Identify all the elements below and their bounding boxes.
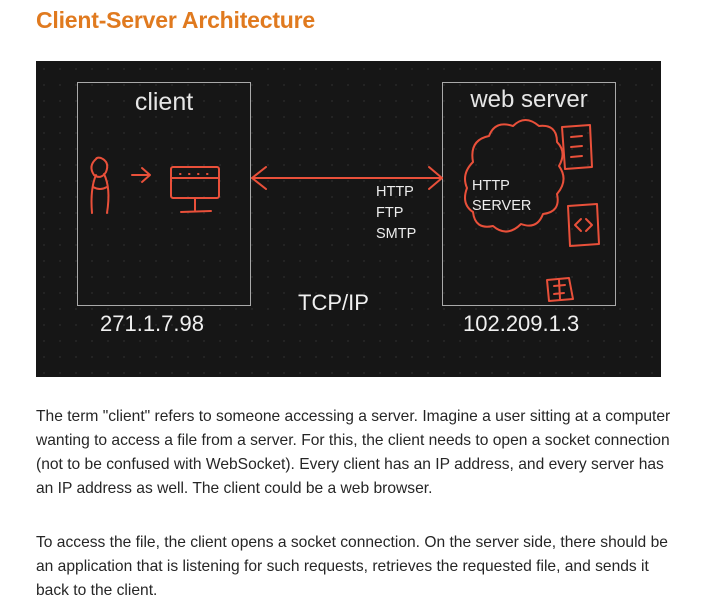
paragraph-socket-connection: To access the file, the client opens a s… [36,534,668,599]
server-ip-address: 102.209.1.3 [463,311,580,336]
client-label: client [134,88,194,116]
user-icon [90,156,110,214]
server-app-line-1: HTTP [472,178,510,194]
client-ip-address: 271.1.7.98 [100,311,204,336]
page-title: Client-Server Architecture [36,7,315,33]
server-cloud-icon [464,119,565,233]
arrow-icon [131,167,151,183]
server-box: web server [442,82,616,306]
code-file-icon [567,203,600,247]
client-box: client [77,82,251,306]
protocol-list: HTTP FTP SMTP [376,182,416,245]
paragraph-client-definition: The term "client" refers to someone acce… [36,408,671,497]
protocol-smtp: SMTP [376,226,417,242]
client-server-diagram: client web server [36,61,661,377]
server-app-line-2: SERVER [472,198,532,214]
transport-label: TCP/IP [298,290,369,315]
protocol-ftp: FTP [376,205,404,221]
diagram-sketches [90,119,600,302]
document-icon [561,124,593,170]
connection-arrow [251,166,443,190]
protocol-http: HTTP [376,184,414,200]
server-app-label: HTTP SERVER [472,176,531,216]
computer-icon [170,166,220,213]
server-label: web server [470,86,588,113]
file-icon [546,277,574,302]
